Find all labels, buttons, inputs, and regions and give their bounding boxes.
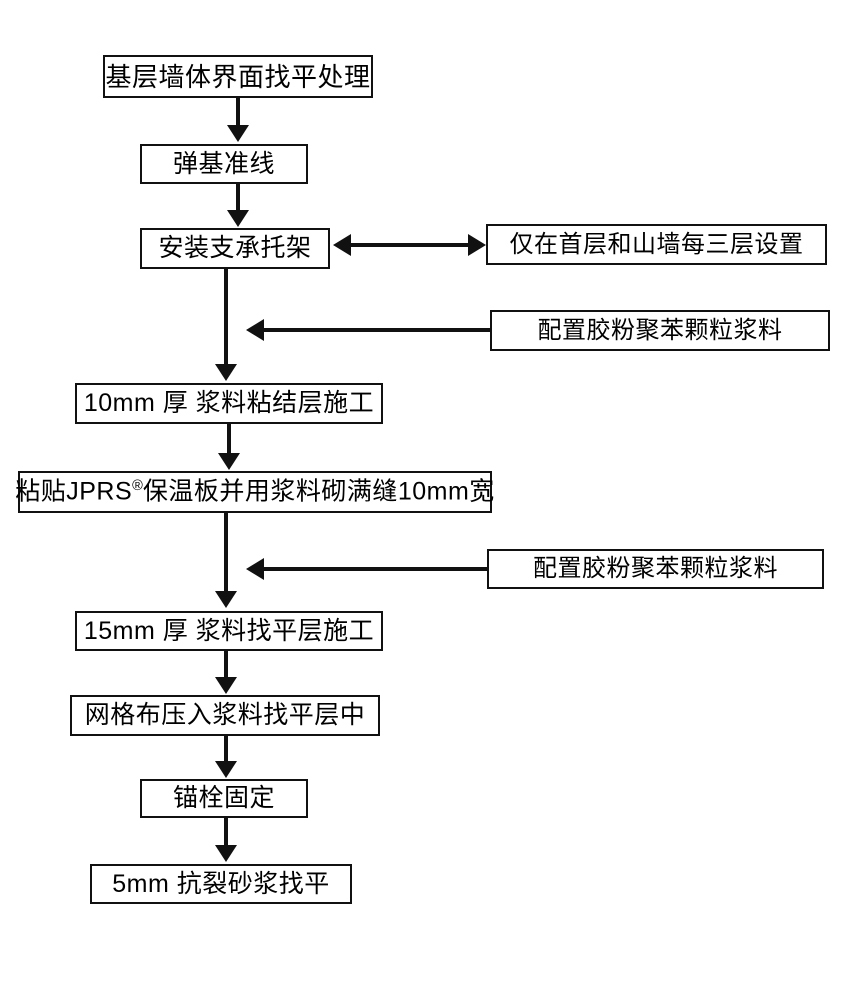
connector-n10-n11-arrowhead	[215, 761, 237, 778]
node-label: 基层墙体界面找平处理	[105, 61, 371, 92]
registered-trademark-icon: ®	[132, 478, 143, 495]
node-15mm-slurry-leveling-layer[interactable]: 15mm 厚 浆料找平层施工	[75, 611, 383, 651]
connector-n5-trunk-line	[262, 328, 490, 332]
connector-n3-n4-arrowhead-left	[333, 234, 351, 256]
node-label: 仅在首层和山墙每三层设置	[509, 230, 804, 258]
node-label: 网格布压入浆料找平层中	[84, 701, 366, 729]
connector-n7-n9-line	[224, 513, 228, 593]
connector-n3-n6-line	[224, 269, 228, 366]
connector-n2-n3-line	[236, 184, 240, 212]
connector-n2-n3-arrowhead	[227, 210, 249, 227]
connector-n1-n2-line	[236, 98, 240, 127]
connector-n3-n4-arrowhead-right	[468, 234, 486, 256]
node-label: 5mm 抗裂砂浆找平	[112, 869, 330, 898]
connector-n7-n9-arrowhead	[215, 591, 237, 608]
node-anchor-bolt-fixing[interactable]: 锚栓固定	[140, 779, 308, 818]
node-paste-jprs-insulation-board[interactable]: 粘贴JPRS®保温板并用浆料砌满缝10mm宽	[15, 471, 495, 513]
node-snap-baseline[interactable]: 弹基准线	[140, 144, 308, 184]
node-label: 安装支承托架	[158, 234, 312, 262]
node-prepare-rubber-powder-polystyrene-slurry-lower[interactable]: 配置胶粉聚苯颗粒浆料	[487, 549, 824, 589]
node-prepare-rubber-powder-polystyrene-slurry-upper[interactable]: 配置胶粉聚苯颗粒浆料	[490, 310, 830, 351]
node-5mm-anti-crack-mortar-leveling[interactable]: 5mm 抗裂砂浆找平	[90, 864, 352, 904]
node-label: 粘贴JPRS®保温板并用浆料砌满缝10mm宽	[15, 479, 495, 504]
node-label: 10mm 厚 浆料粘结层施工	[83, 389, 375, 417]
connector-n9-n10-line	[224, 651, 228, 679]
connector-n11-n12-arrowhead	[215, 845, 237, 862]
connector-n3-n4-line	[348, 243, 470, 247]
node-label: 弹基准线	[172, 149, 275, 178]
node-label-suffix: 保温板并用浆料砌满缝10mm宽	[142, 477, 495, 506]
node-label-prefix: 粘贴JPRS	[15, 477, 133, 506]
connector-n6-n7-arrowhead	[218, 453, 240, 470]
node-10mm-slurry-bonding-layer[interactable]: 10mm 厚 浆料粘结层施工	[75, 383, 383, 424]
connector-n8-trunk-line	[262, 567, 488, 571]
node-label: 配置胶粉聚苯颗粒浆料	[533, 555, 778, 582]
connector-n9-n10-arrowhead	[215, 677, 237, 694]
node-label: 锚栓固定	[172, 784, 275, 812]
connector-n5-trunk-arrowhead	[246, 319, 264, 341]
connector-n10-n11-line	[224, 736, 228, 763]
connector-n6-n7-line	[227, 424, 231, 455]
node-base-wall-interface-leveling[interactable]: 基层墙体界面找平处理	[103, 55, 373, 98]
connector-n8-trunk-arrowhead	[246, 558, 264, 580]
connector-n3-n6-arrowhead	[215, 364, 237, 381]
node-label: 15mm 厚 浆料找平层施工	[83, 616, 375, 645]
connector-n11-n12-line	[224, 818, 228, 847]
node-only-first-floor-and-gable-every-three-floors[interactable]: 仅在首层和山墙每三层设置	[486, 224, 827, 265]
node-press-mesh-into-leveling-layer[interactable]: 网格布压入浆料找平层中	[70, 695, 380, 736]
connector-n1-n2-arrowhead	[227, 125, 249, 142]
node-install-support-bracket[interactable]: 安装支承托架	[140, 228, 330, 269]
node-label: 配置胶粉聚苯颗粒浆料	[537, 316, 783, 344]
